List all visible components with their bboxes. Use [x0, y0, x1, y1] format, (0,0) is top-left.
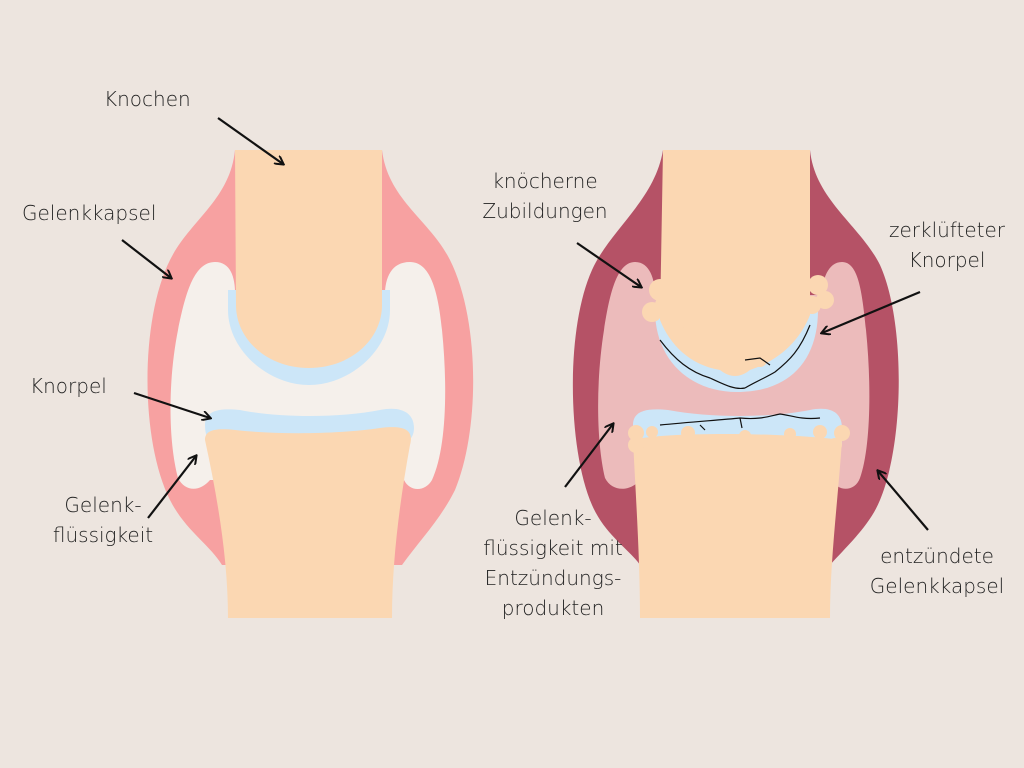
label-knochen: Knochen — [104, 87, 191, 111]
arrow-gelenkkapsel — [121, 239, 171, 278]
arrow-knorpel — [133, 391, 210, 418]
arrow-knochen — [217, 117, 283, 164]
label-knorpel: Knorpel — [30, 374, 107, 398]
label-line: Gelenkkapsel — [869, 574, 1005, 598]
label-line: zerklüfteter — [888, 218, 1006, 242]
arrow-zubildungen — [576, 242, 641, 287]
label-line: Gelenk- — [64, 493, 142, 517]
label-line: produkten — [501, 596, 605, 620]
healthy-joint — [147, 150, 474, 618]
label-line: entzündete — [880, 544, 994, 568]
label-line: flüssigkeit — [52, 523, 154, 547]
healthy-lower-bone — [205, 427, 411, 618]
label-arrows — [121, 117, 929, 531]
arthritic-lower-bone — [633, 434, 842, 618]
label-line: Zubildungen — [482, 199, 608, 223]
label-line: knöcherne — [492, 169, 598, 193]
label-line: Gelenk- — [514, 506, 592, 530]
label-gelenkfluessigkeit: Gelenk-flüssigkeit — [28, 490, 178, 550]
arrow-gelenkfluessigkeit — [147, 456, 196, 519]
healthy-upper-bone — [235, 150, 382, 368]
osteophytes-upper — [642, 275, 834, 367]
osteophytes-lower — [628, 425, 850, 453]
label-line: Entzündungs- — [484, 566, 622, 590]
label-line: flüssigkeit mit — [483, 536, 623, 560]
cartilage-cracks — [659, 324, 821, 431]
arrow-zerklueftet — [822, 290, 921, 333]
arthritic-upper-bone — [660, 150, 810, 376]
arrow-entzuendete-kapsel — [878, 471, 929, 531]
label-gelenkkapsel: Gelenkkapsel — [22, 201, 157, 225]
label-line: Knorpel — [908, 248, 986, 272]
arrow-entzuendungsprodukte — [564, 424, 613, 488]
arthritic-joint — [572, 150, 899, 618]
